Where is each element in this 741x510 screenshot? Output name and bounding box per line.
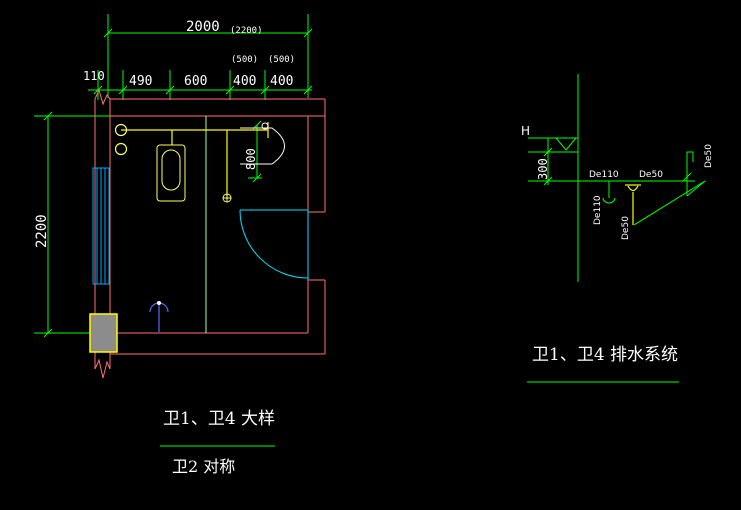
system-label-h: H (521, 124, 530, 138)
dim-500b: (500) (268, 55, 295, 65)
toilet (156, 144, 186, 202)
plan-dimensions (34, 14, 313, 447)
pipe-de110-horizontal: De110 (589, 170, 619, 180)
radiator (92, 167, 110, 285)
dim-total-width-alt: (2200) (230, 26, 263, 36)
dim-total-width: 2000 (186, 19, 220, 35)
floor-drains (114, 123, 128, 156)
plan-title: 卫1、卫4 大样 (163, 409, 275, 429)
pipe-de50-vertical: De50 (621, 216, 631, 240)
system-title: 卫1、卫4 排水系统 (532, 345, 678, 365)
dim-600: 600 (184, 74, 207, 89)
dim-500a: (500) (231, 55, 258, 65)
dim-height: 2200 (34, 214, 50, 248)
pipe-de50-horizontal: De50 (639, 170, 663, 180)
system-dim-300: 300 (536, 158, 550, 180)
system-lines (527, 74, 706, 383)
shower-head (157, 301, 161, 305)
plan-subtitle: 卫2 对称 (172, 457, 235, 476)
system-fixture-trap (625, 184, 641, 225)
dim-110: 110 (83, 69, 105, 83)
dim-800: 800 (244, 148, 258, 170)
pipe-de110-vertical: De110 (593, 195, 603, 225)
dim-400b: 400 (270, 74, 293, 89)
pipe-shaft (89, 313, 118, 353)
dim-490: 490 (129, 74, 152, 89)
pipe-de50-vertical-right: De50 (704, 144, 714, 168)
floor-drain-mark (222, 193, 232, 203)
wash-basin (240, 122, 285, 165)
door (239, 209, 309, 280)
dim-400a: 400 (233, 74, 256, 89)
